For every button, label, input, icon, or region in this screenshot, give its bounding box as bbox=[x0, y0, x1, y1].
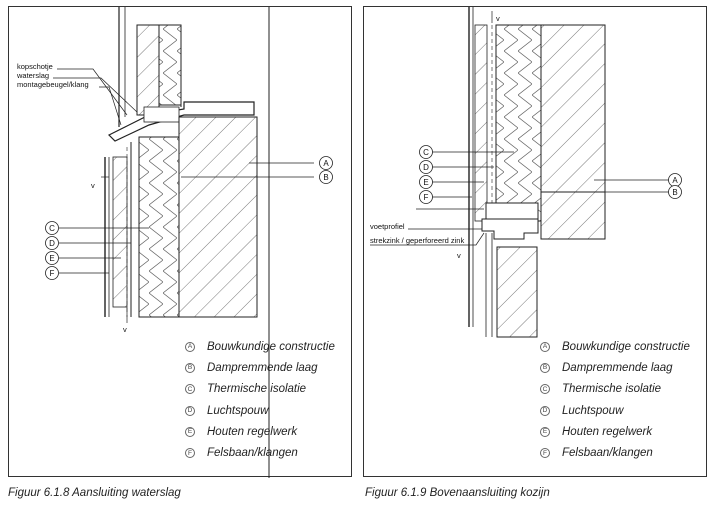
legend-label-c-r: Thermische isolatie bbox=[562, 383, 662, 396]
marker-f: F bbox=[45, 266, 59, 280]
legend-badge-a-r: A bbox=[540, 341, 550, 352]
legend-badge-a: A bbox=[185, 341, 195, 352]
lower-frame-r bbox=[496, 246, 538, 338]
battens-r bbox=[474, 24, 488, 222]
svg-text:D: D bbox=[49, 239, 55, 248]
svg-text:A: A bbox=[672, 176, 678, 185]
legend-badge-e-r: E bbox=[540, 426, 550, 437]
marker-e-r: E bbox=[419, 175, 433, 189]
legend-label-b-r: Dampremmende laag bbox=[562, 361, 673, 374]
annotation-montagebeugel: montagebeugel/klang bbox=[17, 80, 89, 89]
legend-item-a-r: A Bouwkundige constructie bbox=[540, 336, 690, 357]
marker-e: E bbox=[45, 251, 59, 265]
frame-head bbox=[485, 202, 539, 220]
wood-battens bbox=[112, 156, 128, 308]
legend-badge-b-r: B bbox=[540, 362, 550, 373]
svg-text:F: F bbox=[424, 193, 429, 202]
legend-label-a: Bouwkundige constructie bbox=[207, 340, 335, 353]
main-insulation bbox=[138, 136, 180, 318]
legend-item-e: E Houten regelwerk bbox=[185, 421, 335, 442]
legend-item-c-r: C Thermische isolatie bbox=[540, 379, 690, 400]
svg-text:C: C bbox=[49, 224, 55, 233]
upper-insulation bbox=[158, 24, 182, 106]
legend-badge-d-r: D bbox=[540, 405, 550, 416]
marker-d-r: D bbox=[419, 160, 433, 174]
annotation-voetprofiel: voetprofiel bbox=[370, 222, 405, 231]
legend-badge-b: B bbox=[185, 362, 195, 373]
legend-label-b: Dampremmende laag bbox=[207, 361, 318, 374]
caption-waterslag: Figuur 6.1.8 Aansluiting waterslag bbox=[8, 487, 181, 499]
legend-label-a-r: Bouwkundige constructie bbox=[562, 340, 690, 353]
svg-text:C: C bbox=[423, 148, 429, 157]
marker-a-r: A bbox=[668, 173, 682, 187]
svg-text:F: F bbox=[50, 269, 55, 278]
legend-item-d-r: D Luchtspouw bbox=[540, 400, 690, 421]
insulation-r bbox=[495, 24, 542, 222]
waterslag-drawing: kopschotje waterslag montagebeugel/klang… bbox=[16, 7, 333, 478]
figure-panel-kozijn: v v voetprofiel strekzink / geperforeerd… bbox=[363, 6, 707, 477]
upper-structure bbox=[136, 24, 160, 116]
marker-d: D bbox=[45, 236, 59, 250]
legend-badge-f: F bbox=[185, 448, 195, 459]
arrow-label-v-bottom-r: v bbox=[457, 251, 461, 260]
legend-label-f-r: Felsbaan/klangen bbox=[562, 447, 653, 460]
svg-text:E: E bbox=[49, 254, 54, 263]
svg-text:D: D bbox=[423, 163, 429, 172]
marker-b: B bbox=[319, 170, 333, 184]
arrow-label-v-top: v bbox=[91, 181, 95, 190]
legend-item-a: A Bouwkundige constructie bbox=[185, 336, 335, 357]
annotation-waterslag: waterslag bbox=[16, 71, 49, 80]
legend-item-b: B Dampremmende laag bbox=[185, 357, 335, 378]
legend-badge-f-r: F bbox=[540, 448, 550, 459]
figure-panel-waterslag: kopschotje waterslag montagebeugel/klang… bbox=[8, 6, 352, 478]
legend-item-b-r: B Dampremmende laag bbox=[540, 357, 690, 378]
legend-label-c: Thermische isolatie bbox=[207, 383, 307, 396]
legend-label-e: Houten regelwerk bbox=[207, 425, 298, 438]
svg-text:B: B bbox=[672, 188, 677, 197]
legend-item-f-r: F Felsbaan/klangen bbox=[540, 442, 690, 463]
legend-left: A Bouwkundige constructie B Dampremmende l… bbox=[185, 336, 335, 464]
legend-badge-e: E bbox=[185, 426, 195, 437]
legend-label-d: Luchtspouw bbox=[207, 404, 269, 417]
legend-badge-c-r: C bbox=[540, 384, 550, 395]
legend-label-f: Felsbaan/klangen bbox=[207, 447, 298, 460]
annotation-strekzink: strekzink / geperforeerd zink bbox=[370, 236, 464, 245]
legend-label-d-r: Luchtspouw bbox=[562, 404, 624, 417]
main-structure bbox=[178, 116, 258, 318]
voetprofiel-shape bbox=[481, 218, 539, 240]
legend-badge-d: D bbox=[185, 405, 195, 416]
annotation-kopschotje: kopschotje bbox=[17, 62, 53, 71]
arrow-label-v-top-r: v bbox=[496, 14, 500, 23]
legend-item-e-r: E Houten regelwerk bbox=[540, 421, 690, 442]
legend-right: A Bouwkundige constructie B Dampremmende l… bbox=[540, 336, 690, 464]
marker-b-r: B bbox=[668, 185, 682, 199]
legend-item-d: D Luchtspouw bbox=[185, 400, 335, 421]
structure-r bbox=[540, 24, 606, 240]
arrow-label-v-bottom: v bbox=[123, 325, 127, 334]
caption-kozijn: Figuur 6.1.9 Bovenaansluiting kozijn bbox=[365, 487, 550, 499]
marker-c: C bbox=[45, 221, 59, 235]
legend-label-e-r: Houten regelwerk bbox=[562, 425, 653, 438]
legend-item-c: C Thermische isolatie bbox=[185, 379, 335, 400]
svg-text:A: A bbox=[323, 159, 329, 168]
kopschotje-piece bbox=[143, 106, 180, 123]
marker-c-r: C bbox=[419, 145, 433, 159]
kozijn-drawing: v v voetprofiel strekzink / geperforeerd… bbox=[370, 7, 682, 338]
svg-text:B: B bbox=[323, 173, 328, 182]
marker-a: A bbox=[319, 156, 333, 170]
legend-badge-c: C bbox=[185, 384, 195, 395]
legend-item-f: F Felsbaan/klangen bbox=[185, 442, 335, 463]
marker-f-r: F bbox=[419, 190, 433, 204]
svg-text:E: E bbox=[423, 178, 428, 187]
